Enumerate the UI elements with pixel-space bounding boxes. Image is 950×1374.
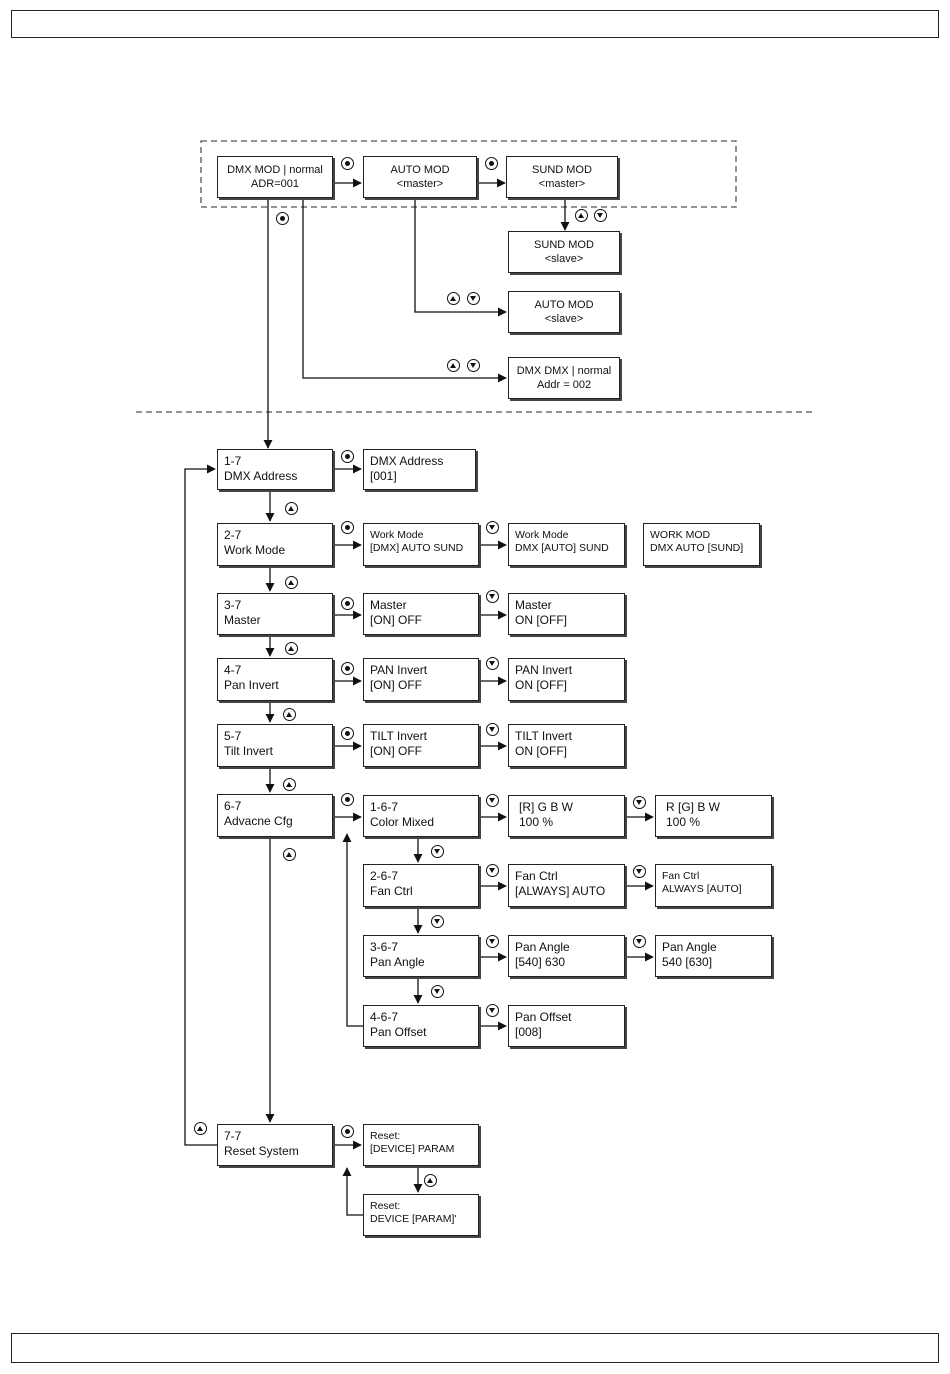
submenu-fan-ctrl: 2-6-7 Fan Ctrl bbox=[363, 864, 479, 907]
down-arrow-icon bbox=[486, 657, 499, 670]
enter-icon bbox=[341, 157, 354, 170]
down-arrow-icon bbox=[633, 796, 646, 809]
setting-color-g: R [G] B W 100 % bbox=[655, 795, 772, 837]
box-auto-mod-master: AUTO MOD <master> bbox=[363, 156, 477, 198]
arrow-auto-master-to-slave bbox=[414, 198, 507, 317]
setting-tilt-invert-off: TILT Invert ON [OFF] bbox=[508, 724, 625, 767]
setting-pan-angle-540: Pan Angle [540] 630 bbox=[508, 935, 625, 977]
setting-pan-invert-off: PAN Invert ON [OFF] bbox=[508, 658, 625, 701]
down-arrow-icon bbox=[594, 209, 607, 222]
menu-tilt-invert: 5-7 Tilt Invert bbox=[217, 724, 333, 767]
arrow-sub4-loop bbox=[342, 833, 363, 1027]
setting-work-mode-sund: WORK MOD DMX AUTO [SUND] bbox=[643, 523, 760, 566]
menu-reset-system: 7-7 Reset System bbox=[217, 1124, 333, 1166]
setting-work-mode-dmx: Work Mode [DMX] AUTO SUND bbox=[363, 523, 479, 566]
submenu-color-mixed: 1-6-7 Color Mixed bbox=[363, 795, 479, 837]
setting-reset-param: Reset: DEVICE [PARAM]' bbox=[363, 1194, 479, 1236]
enter-icon bbox=[341, 597, 354, 610]
up-arrow-icon bbox=[575, 209, 588, 222]
submenu-pan-offset: 4-6-7 Pan Offset bbox=[363, 1005, 479, 1047]
down-arrow-icon bbox=[431, 845, 444, 858]
setting-fan-auto: Fan Ctrl ALWAYS [AUTO] bbox=[655, 864, 772, 907]
header-bar bbox=[11, 10, 939, 38]
up-arrow-icon bbox=[447, 292, 460, 305]
arrow-dmxmod-to-dmxdmx bbox=[302, 198, 507, 383]
setting-pan-offset-value: Pan Offset [008] bbox=[508, 1005, 625, 1047]
up-arrow-icon bbox=[285, 576, 298, 589]
down-arrow-icon bbox=[467, 292, 480, 305]
arrow-7-loop-to-1 bbox=[184, 464, 217, 1146]
setting-color-r: [R] G B W 100 % bbox=[508, 795, 625, 837]
enter-icon bbox=[341, 521, 354, 534]
box-sund-mod-slave: SUND MOD <slave> bbox=[508, 231, 620, 273]
enter-icon bbox=[341, 450, 354, 463]
up-arrow-icon bbox=[424, 1174, 437, 1187]
setting-dmx-address: DMX Address [001] bbox=[363, 449, 476, 490]
up-arrow-icon bbox=[285, 642, 298, 655]
enter-icon bbox=[341, 1125, 354, 1138]
down-arrow-icon bbox=[486, 590, 499, 603]
enter-icon bbox=[276, 212, 289, 225]
down-arrow-icon bbox=[486, 794, 499, 807]
setting-pan-angle-630: Pan Angle 540 [630] bbox=[655, 935, 772, 977]
setting-master-off: Master ON [OFF] bbox=[508, 593, 625, 635]
setting-fan-always: Fan Ctrl [ALWAYS] AUTO bbox=[508, 864, 625, 907]
down-arrow-icon bbox=[486, 723, 499, 736]
setting-pan-invert-on: PAN Invert [ON] OFF bbox=[363, 658, 479, 701]
up-arrow-icon bbox=[283, 708, 296, 721]
down-arrow-icon bbox=[486, 864, 499, 877]
down-arrow-icon bbox=[633, 935, 646, 948]
setting-reset-device: Reset: [DEVICE] PARAM bbox=[363, 1124, 479, 1166]
down-arrow-icon bbox=[486, 935, 499, 948]
down-arrow-icon bbox=[486, 521, 499, 534]
menu-advanced-cfg: 6-7 Advacne Cfg bbox=[217, 794, 333, 837]
setting-master-on: Master [ON] OFF bbox=[363, 593, 479, 635]
enter-icon bbox=[341, 793, 354, 806]
enter-icon bbox=[341, 727, 354, 740]
enter-icon bbox=[485, 157, 498, 170]
menu-pan-invert: 4-7 Pan Invert bbox=[217, 658, 333, 701]
menu-work-mode: 2-7 Work Mode bbox=[217, 523, 333, 566]
setting-tilt-invert-on: TILT Invert [ON] OFF bbox=[363, 724, 479, 767]
down-arrow-icon bbox=[431, 915, 444, 928]
up-arrow-icon bbox=[283, 848, 296, 861]
up-arrow-icon bbox=[447, 359, 460, 372]
menu-master: 3-7 Master bbox=[217, 593, 333, 635]
box-dmx-dmx: DMX DMX | normal Addr = 002 bbox=[508, 357, 620, 399]
enter-icon bbox=[341, 662, 354, 675]
down-arrow-icon bbox=[431, 985, 444, 998]
up-arrow-icon bbox=[194, 1122, 207, 1135]
up-arrow-icon bbox=[285, 502, 298, 515]
down-arrow-icon bbox=[633, 865, 646, 878]
down-arrow-icon bbox=[486, 1004, 499, 1017]
up-arrow-icon bbox=[283, 778, 296, 791]
footer-bar bbox=[11, 1333, 939, 1363]
menu-dmx-address: 1-7 DMX Address bbox=[217, 449, 333, 490]
down-arrow-icon bbox=[467, 359, 480, 372]
box-auto-mod-slave: AUTO MOD <slave> bbox=[508, 291, 620, 333]
arrow-reset-loop bbox=[342, 1167, 363, 1216]
setting-work-mode-auto: Work Mode DMX [AUTO] SUND bbox=[508, 523, 625, 566]
box-dmx-mod: DMX MOD | normal ADR=001 bbox=[217, 156, 333, 198]
submenu-pan-angle: 3-6-7 Pan Angle bbox=[363, 935, 479, 977]
box-sund-mod-master: SUND MOD <master> bbox=[506, 156, 618, 198]
